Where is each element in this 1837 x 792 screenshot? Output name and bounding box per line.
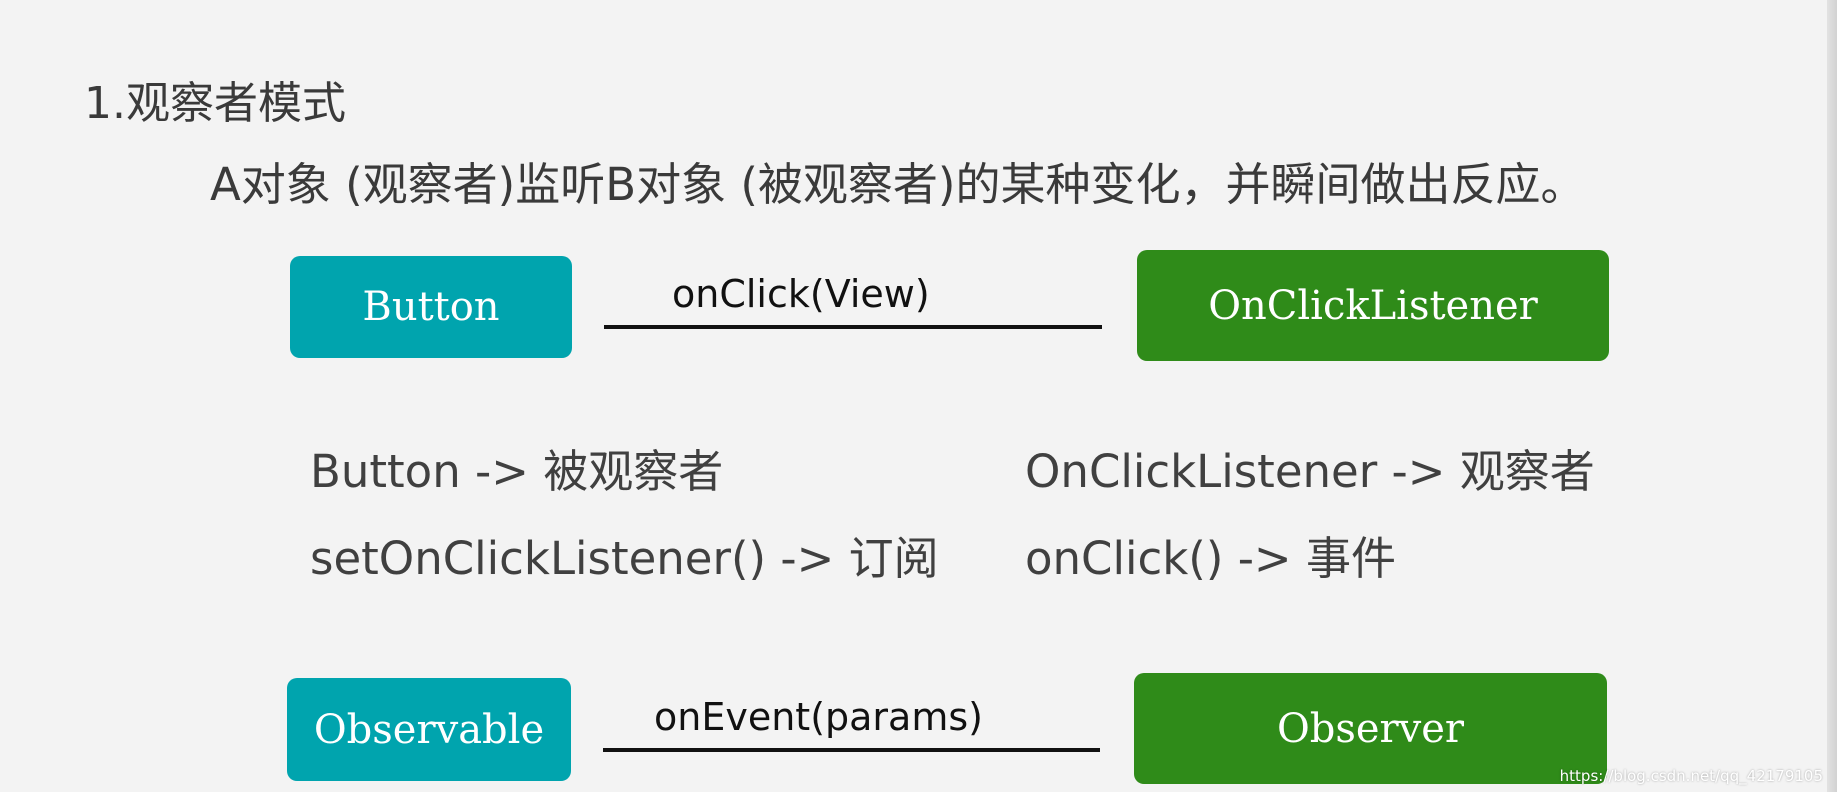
observable-box: Observable (287, 678, 571, 781)
definition-text: A对象 (观察者)监听B对象 (被观察者)的某种变化，并瞬间做出反应。 (210, 158, 1586, 211)
onevent-connector-label: onEvent(params) (654, 695, 983, 739)
watermark: https://blog.csdn.net/qq_42179105 (1559, 767, 1823, 785)
legend-subscribe: setOnClickListener() -> 订阅 (310, 532, 939, 585)
window-edge (1827, 0, 1837, 792)
legend-event: onClick() -> 事件 (1025, 532, 1396, 585)
onclicklistener-box: OnClickListener (1137, 250, 1609, 361)
onclick-connector-label: onClick(View) (672, 272, 930, 316)
onevent-connector-line (603, 748, 1100, 752)
button-box: Button (290, 256, 572, 358)
observer-box: Observer (1134, 673, 1607, 784)
page-title: 1.观察者模式 (84, 78, 346, 129)
legend-listener-role: OnClickListener -> 观察者 (1025, 445, 1595, 498)
legend-button-role: Button -> 被观察者 (310, 445, 724, 498)
onclick-connector-line (604, 325, 1102, 329)
